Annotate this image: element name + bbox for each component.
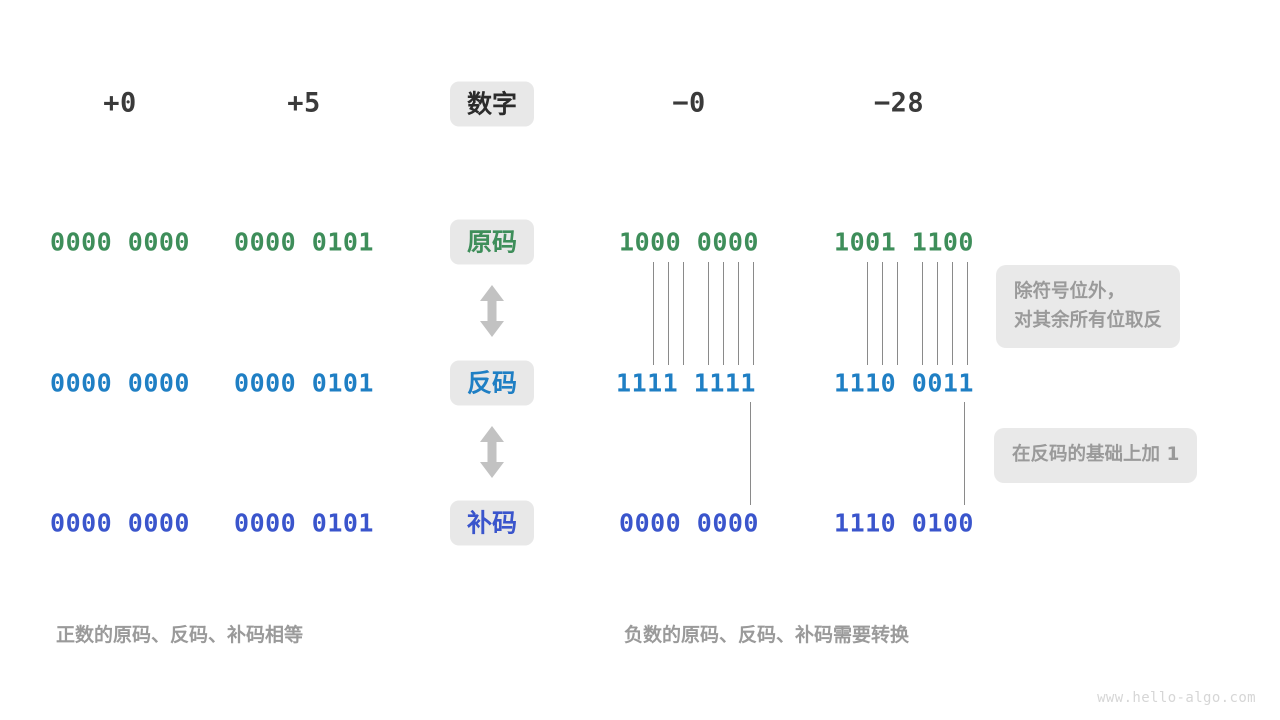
connector-line xyxy=(952,262,953,365)
inverse-code-minus-zero: 1111 1111 xyxy=(616,368,756,398)
connector-line xyxy=(653,262,654,365)
original-code-minus-zero: 1000 0000 xyxy=(619,227,759,257)
column-header-plus-five: +5 xyxy=(287,87,321,119)
row-label-original-code: 原码 xyxy=(449,219,535,265)
row-label-number: 数字 xyxy=(449,81,535,127)
note-invert-bits: 除符号位外， 对其余所有位取反 xyxy=(996,265,1181,349)
inverse-code-plus-five: 0000 0101 xyxy=(234,368,374,398)
original-code-plus-zero: 0000 0000 xyxy=(50,227,190,257)
caption-negative: 负数的原码、反码、补码需要转换 xyxy=(624,624,910,646)
inverse-code-minus-twentyeight: 1110 0011 xyxy=(834,368,974,398)
column-header-minus-zero: −0 xyxy=(672,87,706,119)
row-label-complement-code: 补码 xyxy=(449,500,535,546)
double-headed-vertical-arrow-icon xyxy=(475,424,509,484)
note-invert-bits-line2: 对其余所有位取反 xyxy=(1014,309,1163,331)
connector-line xyxy=(753,262,754,365)
connector-line xyxy=(922,262,923,365)
connector-line xyxy=(750,402,751,505)
complement-code-plus-five: 0000 0101 xyxy=(234,508,374,538)
double-headed-vertical-arrow-icon xyxy=(475,283,509,343)
watermark: www.hello-algo.com xyxy=(1097,690,1256,706)
note-add-one: 在反码的基础上加 1 xyxy=(994,428,1198,483)
connector-line xyxy=(738,262,739,365)
complement-code-minus-zero: 0000 0000 xyxy=(619,508,759,538)
connector-line xyxy=(967,262,968,365)
column-header-plus-zero: +0 xyxy=(103,87,137,119)
connector-line xyxy=(708,262,709,365)
connector-line xyxy=(723,262,724,365)
inverse-code-plus-zero: 0000 0000 xyxy=(50,368,190,398)
connector-line xyxy=(867,262,868,365)
complement-code-minus-twentyeight: 1110 0100 xyxy=(834,508,974,538)
note-add-one-text: 在反码的基础上加 1 xyxy=(1012,444,1180,465)
column-header-minus-twentyeight: −28 xyxy=(873,87,925,119)
connector-line xyxy=(897,262,898,365)
connector-line xyxy=(964,402,965,505)
complement-code-plus-zero: 0000 0000 xyxy=(50,508,190,538)
connector-line xyxy=(882,262,883,365)
original-code-minus-twentyeight: 1001 1100 xyxy=(834,227,974,257)
connector-line xyxy=(683,262,684,365)
row-label-inverse-code: 反码 xyxy=(449,360,535,406)
note-invert-bits-line1: 除符号位外， xyxy=(1014,281,1126,302)
original-code-plus-five: 0000 0101 xyxy=(234,227,374,257)
connector-line xyxy=(937,262,938,365)
connector-line xyxy=(668,262,669,365)
caption-positive: 正数的原码、反码、补码相等 xyxy=(56,624,304,646)
